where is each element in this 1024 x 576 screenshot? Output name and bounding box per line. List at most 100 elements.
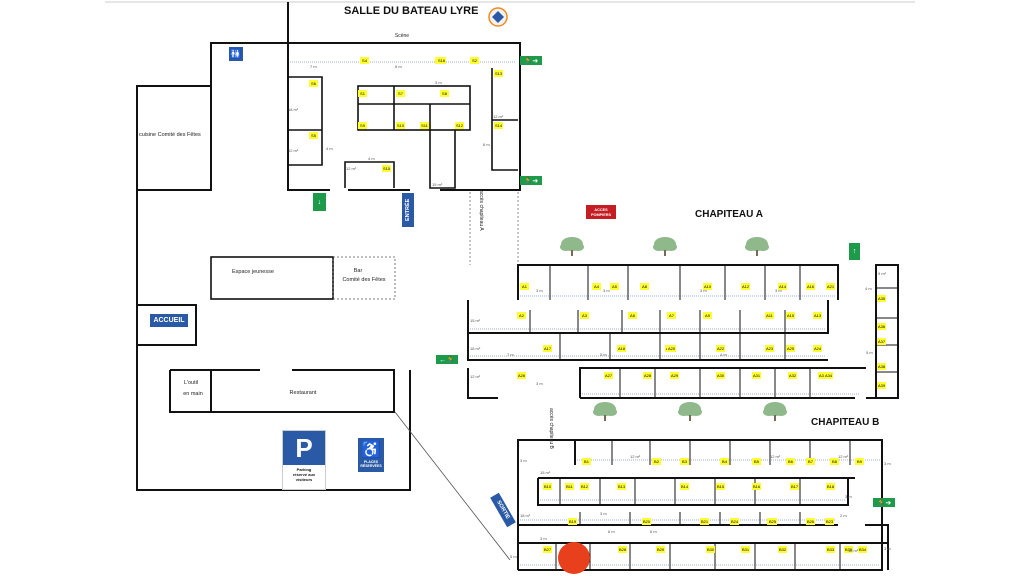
stand-id: B11 bbox=[566, 484, 574, 489]
stand-id: B29 bbox=[657, 547, 665, 552]
dim-text: 3 m bbox=[520, 458, 527, 463]
exit-sign-icon: 🏃➜ bbox=[520, 56, 542, 65]
dim-text: 7 m bbox=[507, 352, 514, 357]
stand-label-bg bbox=[786, 345, 795, 352]
stand-id: B28 bbox=[619, 547, 627, 552]
stand-id: B30 bbox=[707, 547, 715, 552]
stand-label-bg bbox=[543, 483, 552, 490]
dim-text: 12 m² bbox=[838, 454, 849, 459]
stand-id: B6 bbox=[788, 459, 794, 464]
stand-id: A32 bbox=[789, 373, 797, 378]
entree-sign: ENTRÉE bbox=[402, 193, 414, 227]
stand-id: A1 bbox=[522, 284, 528, 289]
stand-id: B24 bbox=[731, 519, 739, 524]
stand-label-bg bbox=[716, 345, 725, 352]
dim-text: 18 m² bbox=[520, 513, 531, 518]
stand-label-bg bbox=[455, 122, 464, 129]
stand-id: A2 bbox=[519, 313, 525, 318]
stand-label-bg bbox=[618, 546, 627, 553]
stand-id: A21 bbox=[827, 284, 835, 289]
chapiteau-a-stand-dividers bbox=[529, 265, 898, 398]
chapiteau-b-title: CHAPITEAU B bbox=[811, 417, 880, 428]
stand-label-bg bbox=[765, 312, 774, 319]
stand-label-bg bbox=[741, 546, 750, 553]
dim-text: 6 m bbox=[395, 64, 402, 69]
stand-label-bg bbox=[706, 546, 715, 553]
stand-id: S9 bbox=[360, 123, 366, 128]
stand-id: B27 bbox=[544, 547, 552, 552]
stand-label-bg bbox=[730, 518, 739, 525]
tree-icon bbox=[560, 237, 584, 256]
stand-id: B4 bbox=[722, 459, 728, 464]
exit-sign-icon: ←🏃 bbox=[436, 355, 458, 364]
stand-id: A9 bbox=[705, 313, 711, 318]
stand-label-bg bbox=[806, 283, 815, 290]
dim-text: 3 m bbox=[775, 288, 782, 293]
stand-id: B23 bbox=[826, 519, 834, 524]
chapiteau-a-walls bbox=[467, 264, 899, 399]
stand-label-bg bbox=[877, 295, 886, 302]
dim-text: 4 m bbox=[720, 352, 727, 357]
stand-label-bg bbox=[667, 312, 676, 319]
stand-label-bg bbox=[826, 283, 835, 290]
stand-label-bg bbox=[806, 518, 815, 525]
stand-id: B34 bbox=[859, 547, 867, 552]
stand-label-bg bbox=[568, 518, 577, 525]
parking-text: réservé aux bbox=[292, 472, 316, 477]
stand-label-bg bbox=[396, 90, 405, 97]
stand-id: B32 bbox=[779, 547, 787, 552]
stand-label-bg bbox=[703, 283, 712, 290]
dim-text: 3 m bbox=[435, 80, 442, 85]
stand-id: A33 bbox=[819, 373, 827, 378]
stand-label-bg bbox=[825, 518, 834, 525]
dim-text: 4 m bbox=[368, 156, 375, 161]
stand-label-bg bbox=[617, 345, 626, 352]
dim-text: 18 m² bbox=[848, 548, 859, 553]
stand-label-bg bbox=[652, 458, 661, 465]
tree-icon bbox=[745, 237, 769, 256]
stand-id: A17 bbox=[544, 346, 552, 351]
stand-id: S11 bbox=[421, 123, 429, 128]
dim-text: 12 m² bbox=[470, 374, 481, 379]
dim-text: 6 m bbox=[650, 529, 657, 534]
stand-id: A10 bbox=[704, 284, 712, 289]
stand-label-bg bbox=[494, 70, 503, 77]
stand-label-bg bbox=[582, 458, 591, 465]
stand-id: S15 bbox=[383, 166, 391, 171]
stand-label-bg bbox=[309, 80, 318, 87]
stand-id: B1 bbox=[584, 459, 590, 464]
lyre-logo bbox=[488, 7, 508, 27]
tree-icon bbox=[593, 402, 617, 421]
stand-id: B12 bbox=[581, 484, 589, 489]
exit-sign-icon: 🏃➜ bbox=[873, 498, 895, 507]
stand-id: B25 bbox=[769, 519, 777, 524]
dim-text: 3 m bbox=[700, 288, 707, 293]
stand-label-bg bbox=[643, 372, 652, 379]
stand-id: A11 bbox=[766, 313, 774, 318]
stand-id: A39 bbox=[878, 383, 886, 388]
stand-id: A5 bbox=[612, 284, 618, 289]
stand-label-bg bbox=[700, 518, 709, 525]
stand-labels-group: S6S5S4S3S2S1S7S8S9S10S11S12S13S14S15S16A… bbox=[309, 57, 886, 553]
stand-label-bg bbox=[786, 312, 795, 319]
stand-id: B17 bbox=[791, 484, 799, 489]
stand-id: S12 bbox=[456, 123, 464, 128]
stand-id: A12 bbox=[742, 284, 750, 289]
stand-id: S7 bbox=[398, 91, 404, 96]
dim-text: 4 m bbox=[865, 286, 872, 291]
exit-sign-icon: ↑ bbox=[849, 243, 860, 260]
dim-text: 6 m bbox=[483, 142, 490, 147]
acces-chapiteau-b-label: accès chapiteau B bbox=[548, 408, 554, 450]
stand-label-bg bbox=[786, 458, 795, 465]
stand-id: A25 bbox=[787, 346, 795, 351]
stand-id: B16 bbox=[753, 484, 761, 489]
stand-id: B5 bbox=[754, 459, 760, 464]
stand-label-bg bbox=[360, 57, 369, 64]
acces-pompiers-text: ACCES bbox=[594, 208, 608, 212]
handicap-text: PLACES bbox=[363, 460, 379, 464]
stand-label-bg bbox=[309, 132, 318, 139]
stand-label-bg bbox=[565, 483, 574, 490]
stand-id: A20 bbox=[668, 346, 676, 351]
stand-label-bg bbox=[826, 483, 835, 490]
dim-text: 18 m² bbox=[470, 346, 481, 351]
